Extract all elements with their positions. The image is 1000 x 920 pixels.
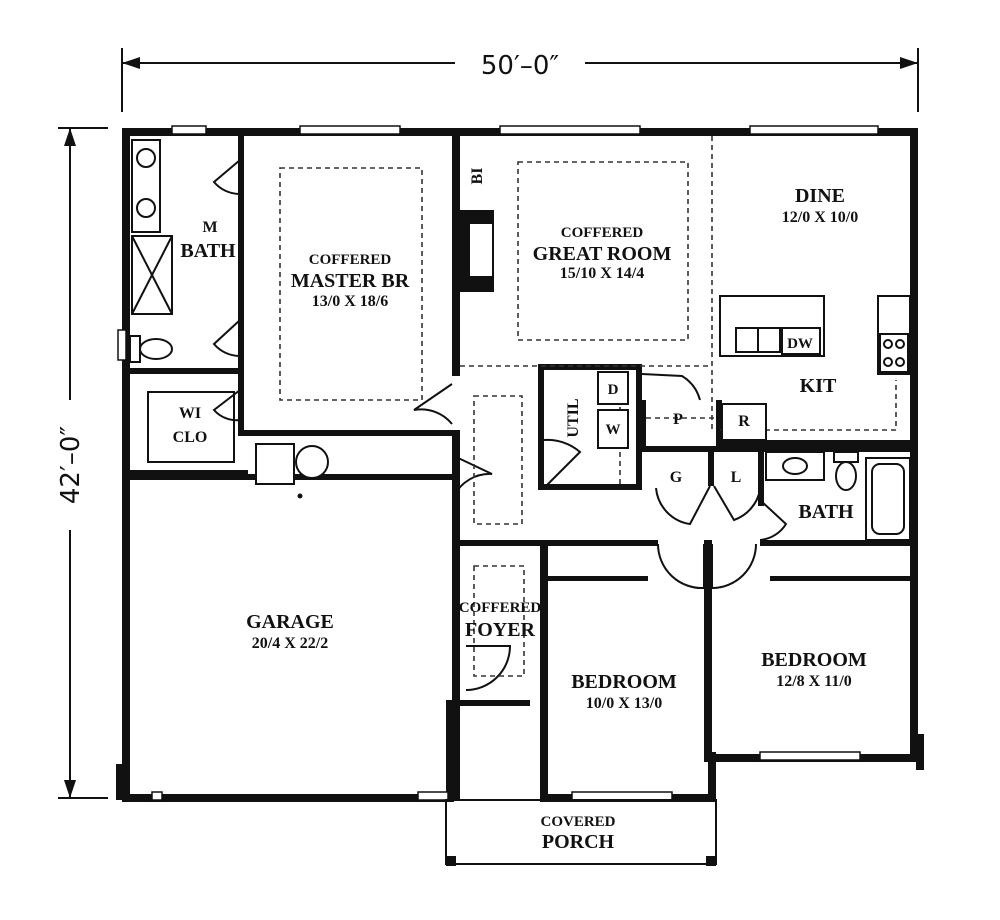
bath-label: BATH (798, 501, 854, 523)
foyer-label-line1: COFFERED (459, 600, 542, 616)
foyer-label-line2: FOYER (465, 619, 536, 641)
dryer-icon (597, 371, 629, 405)
porch-outline (445, 799, 717, 865)
arrowhead-left-icon (122, 57, 140, 69)
garage-label: GARAGE (246, 611, 334, 633)
master-bath-label-line2: BATH (180, 240, 236, 262)
toilet-icon (139, 338, 173, 360)
bathtub-icon (865, 457, 911, 541)
dishwasher-label: DW (787, 336, 813, 352)
master-br-size: 13/0 X 18/6 (312, 293, 388, 310)
water-heater-icon (295, 445, 329, 479)
sink-icon (136, 198, 156, 218)
refrigerator-label: R (738, 413, 750, 430)
dryer-label: D (608, 382, 619, 398)
kitchen-label: KIT (800, 375, 837, 397)
arrowhead-right-icon (900, 57, 918, 69)
fixtures (129, 139, 911, 866)
garage-size: 20/4 X 22/2 (252, 635, 328, 652)
porch-label-line2: PORCH (542, 831, 615, 853)
door-swings (212, 159, 788, 691)
guest-closet-label: G (670, 469, 683, 486)
master-br-label-line1: COFFERED (309, 252, 392, 268)
width-dimension: 50′–0″ (121, 46, 919, 112)
wi-clo-label-line1: WI (179, 405, 201, 422)
great-room-label-line1: COFFERED (561, 225, 644, 241)
bath-toilet-icon (835, 461, 857, 491)
room-labels: M BATH COFFERED MASTER BR 13/0 X 18/6 WI… (173, 168, 867, 853)
furnace-icon (255, 443, 295, 485)
built-in-label: BI (469, 168, 486, 185)
bedroom-1-label: BEDROOM (571, 671, 677, 693)
refrigerator-icon (721, 403, 767, 441)
dine-label: DINE (795, 185, 845, 207)
bath-sink-icon (782, 457, 808, 475)
washer-label: W (606, 422, 621, 438)
great-room-size: 15/10 X 14/4 (560, 265, 644, 282)
dishwasher-icon (781, 327, 821, 355)
dine-size: 12/0 X 10/0 (782, 209, 858, 226)
master-bath-label-line1: M (202, 219, 217, 236)
master-br-label-line2: MASTER BR (291, 270, 410, 292)
coffered-ceilings (279, 136, 897, 677)
pantry-label: P (673, 411, 683, 428)
sink-icon (136, 148, 156, 168)
linen-label: L (731, 469, 742, 486)
porch-label-line1: COVERED (540, 814, 615, 830)
utility-label: UTIL (565, 398, 582, 437)
bedroom-2-label: BEDROOM (761, 649, 867, 671)
depth-dimension: 42′–0″ (54, 127, 108, 799)
bedroom-1-size: 10/0 X 13/0 (586, 695, 662, 712)
bedroom-2-size: 12/8 X 11/0 (776, 673, 852, 690)
width-dimension-label: 50′–0″ (481, 51, 560, 81)
great-room-label-line2: GREAT ROOM (533, 243, 672, 265)
windows (117, 125, 879, 801)
depth-dimension-label: 42′–0″ (56, 426, 86, 505)
wi-clo-label-line2: CLO (173, 429, 208, 446)
washer-icon (597, 409, 629, 449)
arrowhead-top-icon (64, 128, 76, 146)
range-icon (879, 333, 909, 373)
arrowhead-bottom-icon (64, 780, 76, 798)
